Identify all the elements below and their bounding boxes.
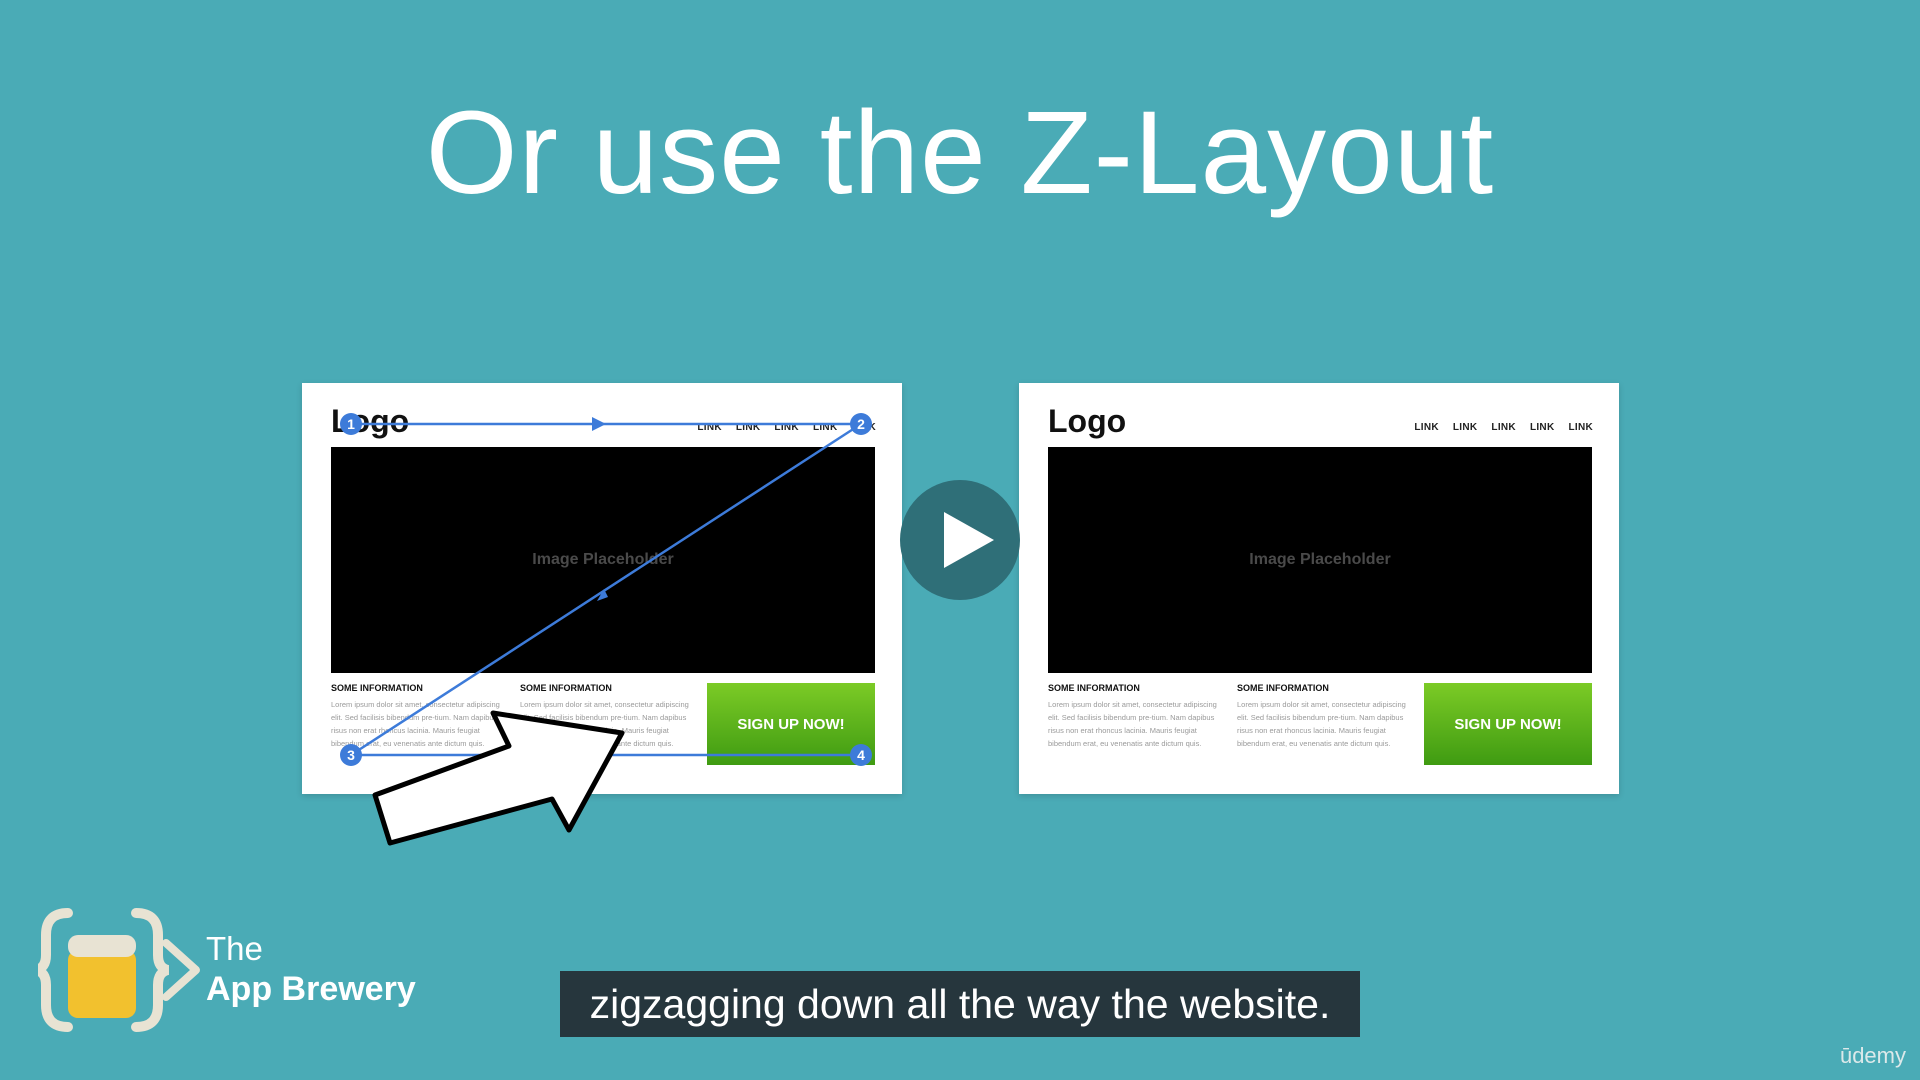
info-heading: SOME INFORMATION [331, 683, 423, 693]
mockup-nav-link: LINK [1568, 422, 1593, 433]
mockup-nav-link: LINK [812, 422, 838, 433]
z-path-lines [350, 422, 862, 757]
svg-text:3: 3 [347, 747, 355, 763]
mockup-nav-link: LINK [697, 422, 722, 433]
mockup-nav: LINK LINK LINK LINK LINK [1414, 422, 1593, 433]
mockup-nav-link: LINK [735, 422, 761, 433]
big-arrow-icon [372, 710, 625, 846]
z-layout-mockup: Logo LINK LINK LINK LINK LINK Image Plac… [1019, 383, 1619, 794]
info-column: SOME INFORMATION Lorem ipsum dolor sit a… [1237, 683, 1407, 750]
info-heading: SOME INFORMATION [1048, 683, 1140, 693]
play-button[interactable] [900, 480, 1020, 600]
udemy-watermark: ūdemy [1839, 1043, 1906, 1068]
info-body: Lorem ipsum dolor sit amet, consectetur … [1048, 700, 1217, 748]
svg-text:1: 1 [347, 416, 355, 432]
z-path-arrowhead [597, 589, 608, 601]
z-layout-mockup-annotated: Logo LINK LINK LINK LINK LINK Image Plac… [302, 383, 902, 846]
subtitle-caption: zigzagging down all the way the website. [560, 971, 1360, 1037]
info-heading: SOME INFORMATION [1237, 683, 1329, 693]
info-body: Lorem ipsum dolor sit amet, consectetur … [1237, 700, 1406, 748]
svg-text:2: 2 [857, 416, 865, 432]
info-column: SOME INFORMATION Lorem ipsum dolor sit a… [331, 683, 501, 750]
mockup-nav-link: LINK [1414, 422, 1439, 433]
mockup-nav-link: LINK [1452, 422, 1478, 433]
signup-cta: SIGN UP NOW! [1424, 683, 1592, 765]
mockup-logo: Logo [1048, 403, 1127, 439]
brand-text: The App Brewery [206, 930, 416, 1010]
brand-the: The [206, 930, 263, 967]
z-path-arrowhead [592, 417, 606, 431]
svg-text:4: 4 [857, 747, 865, 763]
app-brewery-logo: The App Brewery [38, 905, 458, 1035]
info-body: Lorem ipsum dolor sit amet, consectetur … [331, 700, 500, 748]
signup-cta: SIGN UP NOW! [707, 683, 875, 765]
mockup-nav-link: LINK [774, 422, 799, 433]
play-icon [944, 512, 994, 568]
slide-title: Or use the Z-Layout [425, 87, 1495, 219]
z-marker-2: 2 [850, 413, 872, 435]
beer-code-braces-icon [38, 908, 200, 1032]
z-marker-3: 3 [340, 744, 362, 766]
z-marker-4: 4 [850, 744, 872, 766]
mockup-nav-link: LINK [1529, 422, 1555, 433]
z-path-overlay: 1 2 3 4 [340, 413, 872, 846]
image-placeholder-label: Image Placeholder [1249, 551, 1391, 568]
info-column: SOME INFORMATION Lorem ipsum dolor sit a… [1048, 683, 1218, 750]
mockup-nav-link: LINK [1491, 422, 1516, 433]
image-placeholder-label: Image Placeholder [532, 551, 674, 568]
z-marker-1: 1 [340, 413, 362, 435]
image-placeholder: Image Placeholder [331, 447, 875, 673]
info-heading: SOME INFORMATION [520, 683, 612, 693]
brand-name: App Brewery [206, 970, 416, 1008]
image-placeholder: Image Placeholder [1048, 447, 1592, 673]
